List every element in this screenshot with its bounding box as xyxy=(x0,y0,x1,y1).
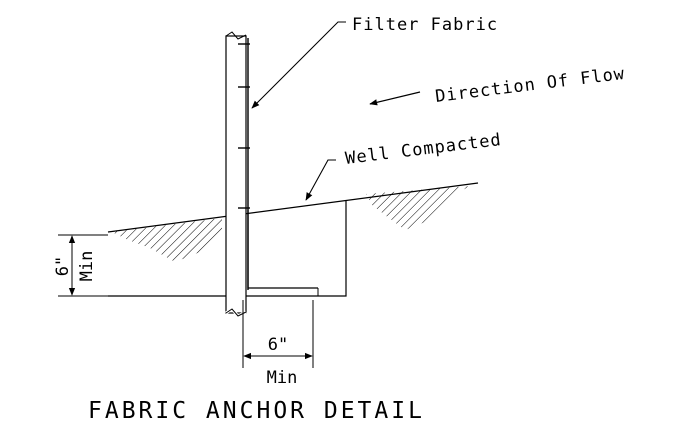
trench-outline xyxy=(108,200,347,297)
width-dimension xyxy=(242,300,314,368)
flow-direction-arrow xyxy=(369,91,421,106)
drawing-title: FABRIC ANCHOR DETAIL xyxy=(88,398,425,424)
soil-hatch-left xyxy=(112,218,222,262)
soil-hatch-right xyxy=(366,186,470,230)
fabric-flap xyxy=(247,210,318,289)
post-break-top xyxy=(225,31,247,40)
width-value-label: 6" xyxy=(268,335,288,355)
well-compacted-label: Well Compacted xyxy=(344,130,503,169)
depth-value-label: 6" xyxy=(53,256,73,276)
filter-fabric-label: Filter Fabric xyxy=(352,15,498,35)
depth-min-label: Min xyxy=(77,251,97,282)
post-break-bottom-line xyxy=(225,308,247,317)
well-compacted-leader xyxy=(305,159,336,201)
width-min-label: Min xyxy=(267,368,298,388)
filter-fabric-leader xyxy=(251,21,346,109)
depth-dimension xyxy=(58,234,108,297)
direction-of-flow-label: Direction Of Flow xyxy=(434,64,626,107)
fence-post xyxy=(225,35,247,314)
fabric-staples xyxy=(238,43,250,209)
